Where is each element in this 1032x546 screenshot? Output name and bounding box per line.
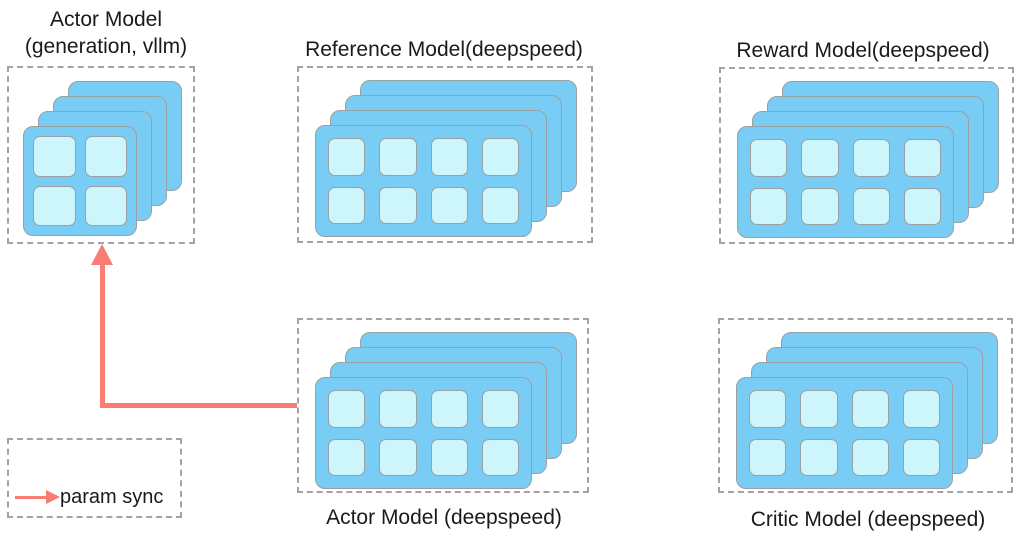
gpu-cell — [800, 438, 838, 476]
gpu-cell — [801, 187, 839, 225]
gpu-cell — [749, 390, 787, 428]
gpu-stack — [315, 332, 577, 489]
actor-vllm-label-line2: (generation, vllm) — [24, 35, 188, 58]
actor-vllm-label-line1: Actor Model — [49, 8, 163, 31]
gpu-cell — [852, 187, 890, 225]
gpu-cell — [749, 438, 787, 476]
critic-model-node-box — [718, 318, 1013, 493]
gpu-cell — [328, 186, 366, 224]
gpu-cell — [379, 186, 417, 224]
gpu-cell — [430, 438, 468, 476]
gpu-stack — [737, 81, 999, 238]
gpu-cell — [328, 438, 366, 476]
gpu-cell — [902, 438, 940, 476]
gpu-cell — [328, 390, 366, 428]
gpu-cell — [430, 390, 468, 428]
gpu-cell — [481, 138, 519, 176]
gpu-cell — [851, 438, 889, 476]
gpu-cell — [750, 187, 788, 225]
gpu-card-front — [736, 377, 953, 489]
legend-box: param sync — [7, 438, 182, 518]
gpu-cell — [33, 185, 76, 226]
reference-model-label: Reference Model(deepspeed) — [305, 38, 583, 61]
actor-deepspeed-label: Actor Model (deepspeed) — [326, 506, 562, 529]
gpu-cell — [328, 138, 366, 176]
gpu-stack — [23, 81, 182, 236]
reference-model-node-box — [297, 66, 593, 243]
reward-model-node-box — [719, 67, 1014, 244]
param-sync-arrow-horizontal-segment — [100, 403, 297, 408]
critic-model-label: Critic Model (deepspeed) — [750, 508, 986, 531]
gpu-cell — [379, 438, 417, 476]
gpu-cell — [379, 390, 417, 428]
gpu-cell — [750, 139, 788, 177]
gpu-card-front — [315, 125, 532, 237]
gpu-cell — [430, 186, 468, 224]
gpu-cell — [801, 139, 839, 177]
gpu-cell — [852, 139, 890, 177]
gpu-stack — [736, 332, 998, 489]
gpu-cell — [481, 390, 519, 428]
gpu-cell — [903, 187, 941, 225]
gpu-cell — [84, 185, 127, 226]
gpu-cell — [379, 138, 417, 176]
actor-vllm-node-box — [7, 66, 195, 244]
gpu-cell — [481, 438, 519, 476]
gpu-cell — [903, 139, 941, 177]
param-sync-arrowhead-icon — [46, 490, 60, 504]
actor-deepspeed-node-box — [297, 318, 589, 493]
gpu-cell — [33, 136, 76, 177]
param-sync-arrowhead-icon — [91, 244, 113, 265]
gpu-cell — [84, 136, 127, 177]
gpu-cell — [851, 390, 889, 428]
gpu-cell — [430, 138, 468, 176]
param-sync-arrow-vertical-segment — [100, 263, 105, 408]
actor-vllm-label: Actor Model (generation, vllm) — [25, 6, 187, 60]
param-sync-arrow-icon — [15, 496, 46, 499]
gpu-card-front — [315, 377, 532, 489]
gpu-stack — [315, 80, 577, 237]
gpu-card-front — [23, 126, 137, 236]
reward-model-label: Reward Model(deepspeed) — [736, 39, 990, 62]
gpu-cell — [800, 390, 838, 428]
gpu-cell — [902, 390, 940, 428]
gpu-cell — [481, 186, 519, 224]
legend-label: param sync — [60, 486, 164, 508]
gpu-card-front — [737, 126, 954, 238]
